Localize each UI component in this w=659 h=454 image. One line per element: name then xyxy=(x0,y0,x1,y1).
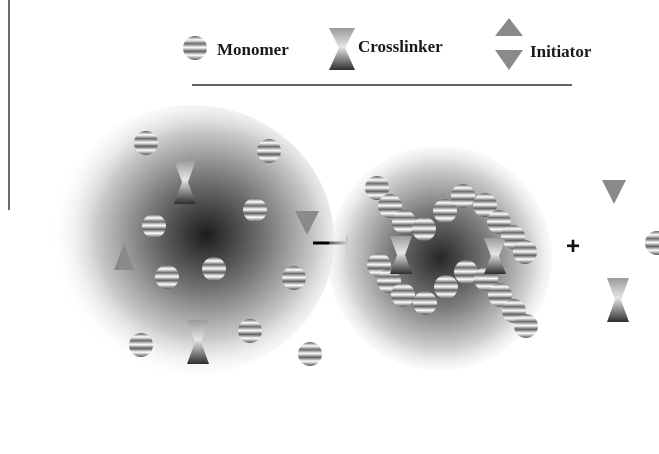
monomer-icon xyxy=(142,214,166,238)
monomer-icon xyxy=(645,231,659,255)
monomer-icon xyxy=(434,275,458,299)
crosslinker-icon xyxy=(390,236,412,274)
crosslinker-icon xyxy=(187,320,209,364)
monomer-icon xyxy=(183,36,207,60)
crosslinked-network xyxy=(328,146,552,370)
monomer-icon xyxy=(514,314,538,338)
crosslinker-icon xyxy=(484,238,506,274)
monomer-icon xyxy=(454,260,478,284)
monomer-icon xyxy=(378,194,402,218)
leftover-species xyxy=(602,180,659,322)
monomer-icon xyxy=(365,176,389,200)
monomer-icon xyxy=(257,139,281,163)
monomer-icon xyxy=(433,199,457,223)
monomer-icon xyxy=(202,257,226,281)
initiator-icon xyxy=(114,244,134,270)
monomer-icon xyxy=(473,193,497,217)
monomer-icon xyxy=(238,319,262,343)
crosslinker-icon xyxy=(329,28,355,70)
legend-initiator-label: Initiator xyxy=(530,42,592,61)
monomer-icon xyxy=(488,283,512,307)
monomer-icon xyxy=(243,198,267,222)
monomer-icon xyxy=(513,240,537,264)
reactant-mixture xyxy=(50,105,334,375)
monomer-icon xyxy=(392,210,416,234)
monomer-icon xyxy=(413,291,437,315)
legend-crosslinker-label: Crosslinker xyxy=(358,37,443,56)
monomer-icon xyxy=(391,283,415,307)
monomer-icon xyxy=(155,265,179,289)
monomer-icon xyxy=(412,217,436,241)
monomer-icon xyxy=(129,333,153,357)
plus-operator: + xyxy=(566,233,580,260)
monomer-icon xyxy=(298,342,322,366)
monomer-icon xyxy=(282,266,306,290)
crosslinker-icon xyxy=(607,278,629,322)
crosslinker-icon xyxy=(174,160,196,204)
initiator-icon xyxy=(295,211,319,235)
monomer-icon xyxy=(134,131,158,155)
legend: Monomer Crosslinker Initiator xyxy=(183,18,592,86)
reactant-halo xyxy=(50,105,334,375)
legend-monomer-label: Monomer xyxy=(217,40,289,59)
initiator-icon xyxy=(495,18,523,70)
monomer-icon xyxy=(451,184,475,208)
initiator-icon xyxy=(602,180,626,204)
monomer-icon xyxy=(487,210,511,234)
